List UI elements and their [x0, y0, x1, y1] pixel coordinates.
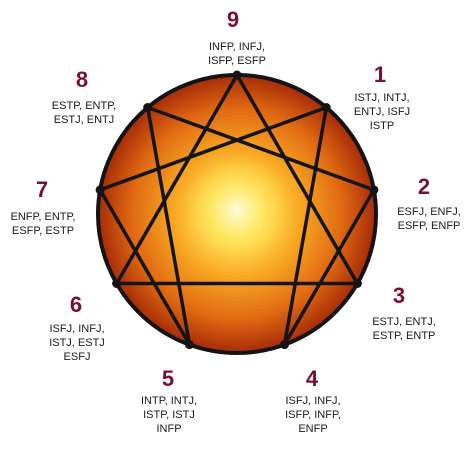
vertex-dot-7: [95, 185, 105, 195]
point-9-types: INFP, INFJ, ISFP, ESFP: [208, 41, 266, 67]
center-glow: [182, 155, 292, 265]
point-3-number: 3: [392, 283, 406, 308]
vertex-dot-2: [369, 185, 379, 195]
point-3-types: ESTJ, ENTJ, ESTP, ENTP: [372, 316, 436, 342]
point-2-number: 2: [417, 174, 431, 199]
vertex-dot-4: [280, 340, 289, 350]
vertex-dot-5: [185, 340, 194, 350]
point-8-types: ESTP, ENTP, ESTJ, ENTJ: [51, 100, 117, 126]
point-1-number: 1: [373, 62, 387, 87]
vertex-dot-8: [143, 103, 153, 112]
vertex-dot-1: [321, 103, 331, 112]
point-1-types: ISTJ, INTJ, ENTJ, ISFJ ISTP: [353, 92, 411, 132]
vertex-dot-9: [232, 70, 242, 80]
point-6-types: ISFJ, INFJ, ISTJ, ESTJ ESFJ: [49, 323, 105, 363]
point-4-number: 4: [305, 366, 319, 391]
point-5-types: INTP, INTJ, ISTP, ISTJ INFP: [140, 395, 198, 435]
point-7-types: ENFP, ENTP, ESFP, ESTP: [10, 211, 76, 237]
vertex-dots: [95, 70, 379, 350]
point-8-number: 8: [75, 67, 89, 92]
vertex-dot-3: [352, 279, 362, 288]
point-5-number: 5: [161, 366, 175, 391]
triangle-lines: [114, 73, 360, 286]
point-4-types: ISFJ, INFJ, ISFP, INFP, ENFP: [285, 395, 341, 435]
point-2-types: ESFJ, ENFJ, ESFP, ENFP: [397, 206, 461, 232]
point-7-number: 7: [35, 177, 49, 202]
point-6-number: 6: [69, 292, 83, 317]
point-9-number: 9: [226, 7, 240, 32]
vertex-dot-6: [112, 279, 122, 288]
